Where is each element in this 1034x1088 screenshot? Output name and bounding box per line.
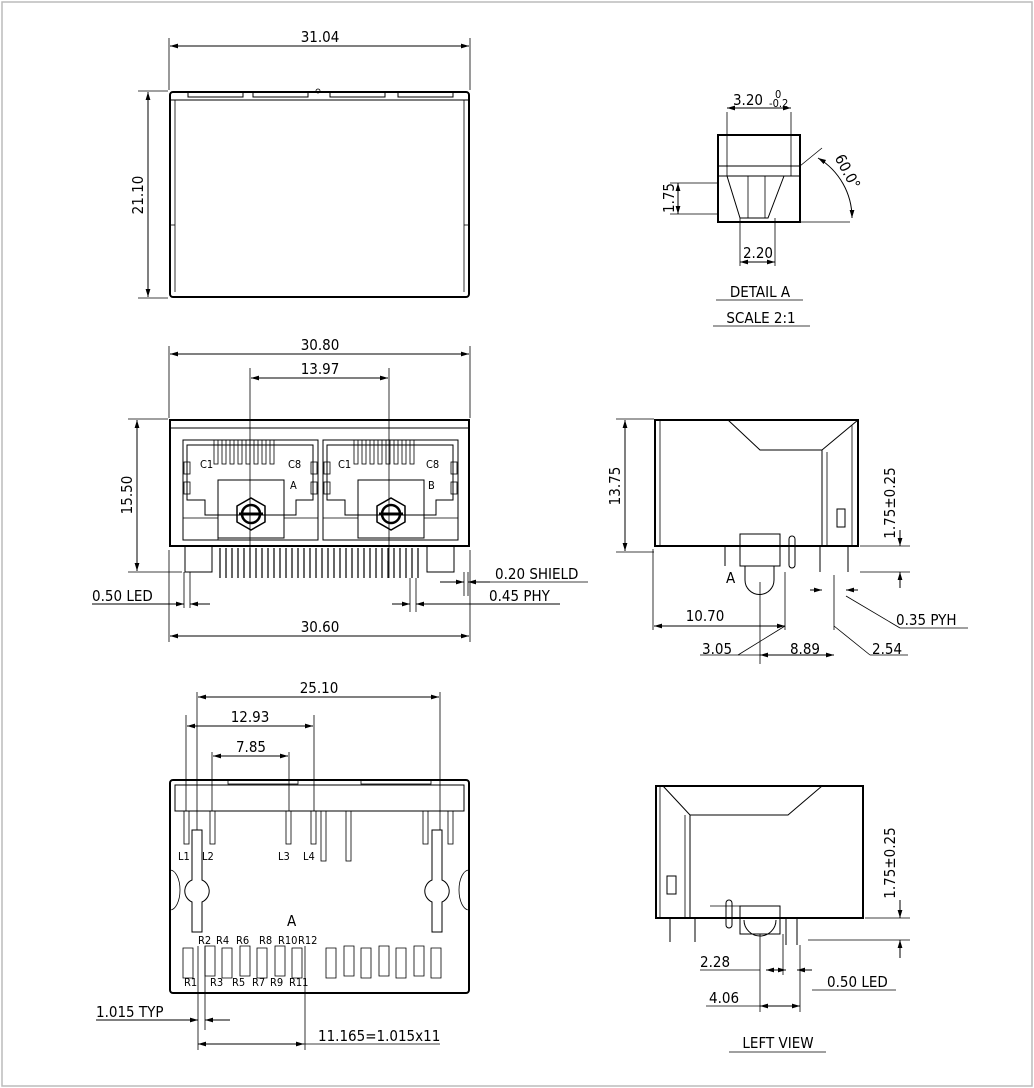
label-port-b: B (428, 479, 435, 492)
pin-row (219, 548, 419, 578)
label-r8: R8 (259, 934, 272, 947)
dim-detail-angle: 60.0° (831, 151, 864, 192)
dim-phy: 0.45 PHY (489, 587, 551, 605)
label-r12: R12 (298, 934, 317, 947)
dim-detail-tol-lower: -0.2 (769, 97, 788, 110)
dim-bottom-1293: 12.93 (231, 708, 270, 726)
label-port-a: A (290, 479, 297, 492)
left-view (655, 785, 910, 1053)
label-r4: R4 (216, 934, 229, 947)
dim-led: 0.50 LED (92, 587, 153, 605)
dim-bottom-pitch-total: 11.165=1.015x11 (318, 1027, 440, 1045)
dim-bottom-2510: 25.10 (300, 679, 339, 697)
label-r9: R9 (270, 976, 283, 989)
pin-holes (183, 810, 454, 862)
label-r1: R1 (184, 976, 197, 989)
dim-port-width-bottom: 30.60 (301, 618, 340, 636)
label-side-a: A (726, 569, 736, 587)
dim-detail-width: 3.20 (733, 91, 763, 109)
label-l3: L3 (278, 850, 290, 863)
dim-side-889: 8.89 (790, 640, 820, 658)
dim-shield: 0.20 SHIELD (495, 565, 578, 583)
dim-front-width: 31.04 (301, 28, 340, 46)
label-r6: R6 (236, 934, 249, 947)
dim-bottom-785: 7.85 (236, 738, 266, 756)
dim-port-width-top: 30.80 (301, 336, 340, 354)
detail-a-drawing (670, 105, 855, 327)
label-l2: L2 (202, 850, 214, 863)
dim-detail-bottom: 2.20 (743, 244, 773, 262)
front-view (138, 38, 471, 299)
label-r7: R7 (252, 976, 265, 989)
dim-side-height-right: 1.75±0.25 (881, 467, 899, 538)
label-bottom-a: A (287, 912, 297, 930)
detail-a-title: DETAIL A (730, 283, 791, 301)
label-c8-b: C8 (426, 458, 439, 471)
label-r3: R3 (210, 976, 223, 989)
dim-detail-tol-upper: 0 (775, 88, 781, 101)
label-c1-a: C1 (200, 458, 213, 471)
dim-left-406: 4.06 (709, 989, 739, 1007)
dim-port-pitch: 13.97 (301, 360, 340, 378)
label-r5: R5 (232, 976, 245, 989)
label-c8-a: C8 (288, 458, 301, 471)
bottom-view (96, 692, 470, 1050)
label-l4: L4 (303, 850, 315, 863)
left-view-title: LEFT VIEW (742, 1034, 813, 1052)
dim-side-1070: 10.70 (686, 607, 725, 625)
dim-left-led: 0.50 LED (827, 973, 888, 991)
dim-side-height: 13.75 (606, 467, 624, 506)
label-l1: L1 (178, 850, 190, 863)
dim-front-height: 21.10 (129, 176, 147, 215)
dim-side-305: 3.05 (702, 640, 732, 658)
dim-detail-height: 1.75 (660, 183, 678, 213)
dim-side-035: 0.35 PYH (896, 611, 957, 629)
label-r2: R2 (198, 934, 211, 947)
dim-port-height: 15.50 (118, 476, 136, 515)
dim-left-height-right: 1.75±0.25 (881, 827, 899, 898)
port-view (92, 346, 588, 642)
dim-side-254: 2.54 (872, 640, 902, 658)
r-pins (182, 945, 442, 979)
label-r11: R11 (289, 976, 308, 989)
detail-a-scale: SCALE 2:1 (726, 309, 795, 327)
dim-left-228: 2.28 (700, 953, 730, 971)
label-c1-b: C1 (338, 458, 351, 471)
label-r10: R10 (278, 934, 297, 947)
side-view (616, 418, 968, 664)
dim-bottom-typ: 1.015 TYP (96, 1003, 164, 1021)
